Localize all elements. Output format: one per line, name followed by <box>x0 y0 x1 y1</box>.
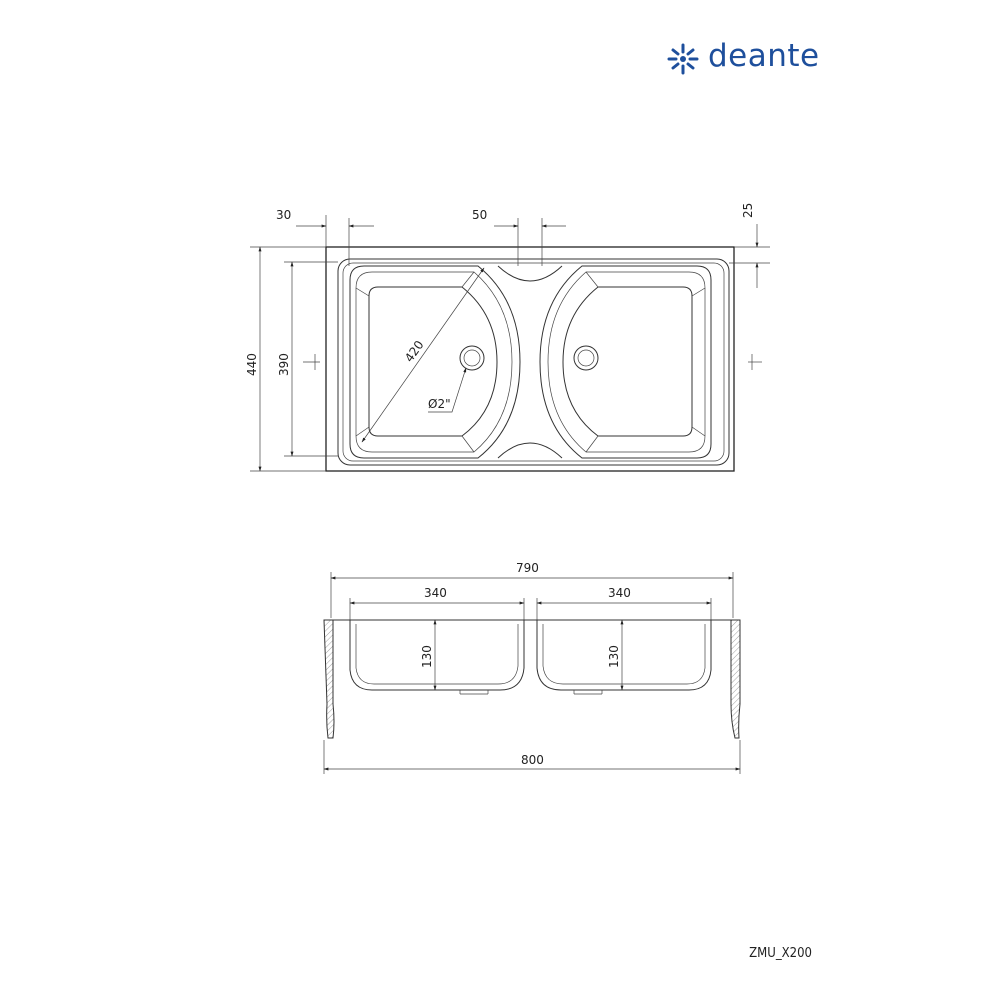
left-drain <box>459 345 485 371</box>
model-code: ZMU_X200 <box>749 946 812 961</box>
right-bowl <box>539 265 712 459</box>
dimension-800: 800 <box>323 740 741 774</box>
sink-outer-outline <box>325 246 735 472</box>
dimension-130-left-label: 130 <box>420 645 434 668</box>
dimension-390: 390 <box>277 261 338 457</box>
dimension-440-label: 440 <box>245 353 259 376</box>
dimension-25: 25 <box>729 203 770 288</box>
bridge-top <box>497 265 563 282</box>
brand-name: deante <box>708 38 820 74</box>
dimension-30-label: 30 <box>276 208 291 222</box>
top-view: 30 50 25 <box>245 203 770 472</box>
side-view: 790 340 340 <box>323 561 741 774</box>
section-marker-left <box>303 354 320 370</box>
dimension-440: 440 <box>245 246 326 472</box>
bridge-bottom <box>497 442 563 459</box>
dimension-340-left-label: 340 <box>424 586 447 600</box>
dimension-50: 50 <box>472 208 566 266</box>
dimension-130-right-label: 130 <box>607 645 621 668</box>
right-edge-section <box>730 619 741 739</box>
dimension-420: 420 <box>361 267 485 443</box>
left-bowl-profile <box>349 620 525 695</box>
sink-inner-rim <box>337 258 730 466</box>
dimension-130-left: 130 <box>420 619 437 691</box>
dimension-25-label: 25 <box>741 203 755 218</box>
dimension-790: 790 <box>330 561 734 618</box>
right-drain <box>573 345 599 371</box>
dimension-390-label: 390 <box>277 353 291 376</box>
right-bowl-profile <box>536 620 712 695</box>
left-edge-section <box>323 619 335 739</box>
sink-inner-rim-2 <box>342 262 725 462</box>
dimension-800-label: 800 <box>521 753 544 767</box>
dimension-790-label: 790 <box>516 561 539 575</box>
dimension-130-right: 130 <box>607 619 624 691</box>
deante-logo-icon <box>667 43 699 75</box>
dimension-420-label: 420 <box>402 338 427 365</box>
drain-leader: Ø2" <box>428 367 467 413</box>
dimension-30: 30 <box>276 208 374 266</box>
section-marker-right <box>748 354 762 370</box>
dimension-50-label: 50 <box>472 208 487 222</box>
drain-size-label: Ø2" <box>428 397 451 411</box>
dimension-340-left: 340 <box>349 586 525 620</box>
left-bowl <box>349 265 521 459</box>
dimension-340-right-label: 340 <box>608 586 631 600</box>
dimension-340-right: 340 <box>536 586 712 620</box>
